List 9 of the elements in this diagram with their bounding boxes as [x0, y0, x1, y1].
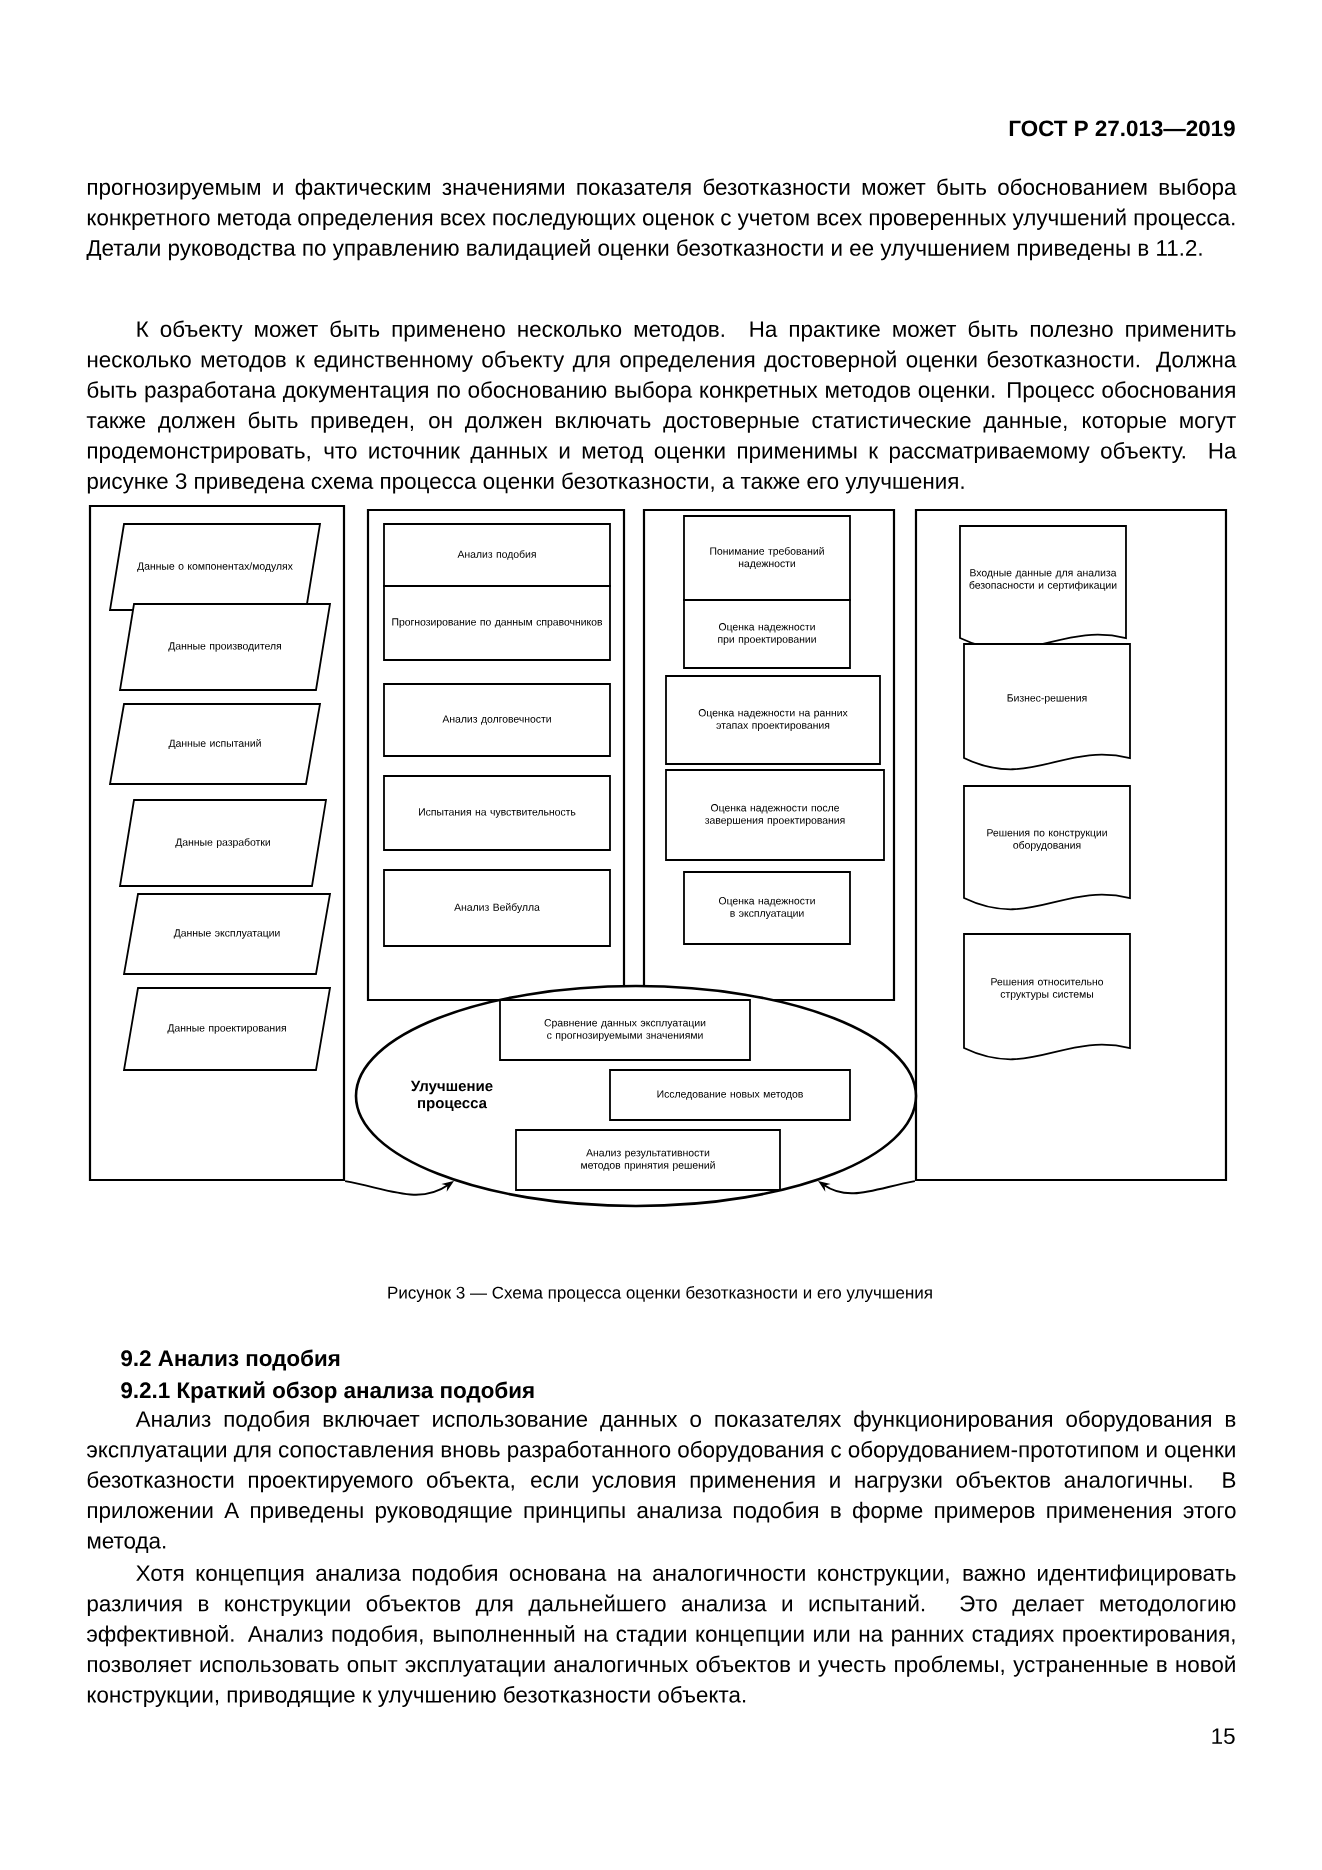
paragraph: Хотя концепция анализа подобия основана на аналогичности конструкции, важно идентифицировать различия в конструкции объектов для дальнейшего анализа и испытаний. Это делает методологию эффективной. Анализ подобия, выполненный на стадии концепции или на ранних стадиях проектирования, позволяет использовать опыт эксплуатации аналогичных объектов и учесть проблемы, устраненные в новой конструкции, приводящие к улучшению безотказности объекта.: [87, 1564, 1236, 1708]
paragraph: К объекту может быть применено несколько методов. На практике может быть полезно применить несколько методов к единственному объекту для определения достоверной оценки безотказности. Должна быть разработана документация по обоснованию выбора конкретных методов оценки. Процесс обоснования также должен быть приведен, он должен включать достоверные статистические данные, которые могут продемонстрировать, что источник данных и метод оценки применимы к рассматриваемому объекту. На рисунке 3 приведена схема процесса оценки безотказности, а также его улучшения.: [86, 320, 1237, 494]
page-number: 15: [1212, 1728, 1235, 1745]
figure-caption: Рисунок 3 — Схема процесса оценки безотказности и его улучшения: [388, 1286, 932, 1302]
paragraph: прогнозируемым и фактическим значениями показателя безотказности может быть обоснованием выбора конкретного метода определения всех последующих оценок с учетом всех проверенных улучшений процесса. Детали руководства по управлению валидацией оценки безотказности и ее улучшением приведены в 11.2.: [86, 178, 1237, 261]
paragraph: Анализ подобия включает использование данных о показателях функционирования оборудования в эксплуатации для сопоставления вновь разработанного оборудования с оборудованием-прототипом и оценки безотказности проектируемого объекта, если условия применения и нагрузки объектов аналогичны. В приложении А приведены руководящие принципы анализа подобия в форме примеров применения этого метода.: [87, 1410, 1236, 1553]
page-header: ГОСТ Р 27.013—2019: [1009, 120, 1235, 137]
section-heading: 9.2.1 Краткий обзор анализа подобия: [121, 1381, 534, 1403]
section-heading: 9.2 Анализ подобия: [121, 1349, 340, 1371]
